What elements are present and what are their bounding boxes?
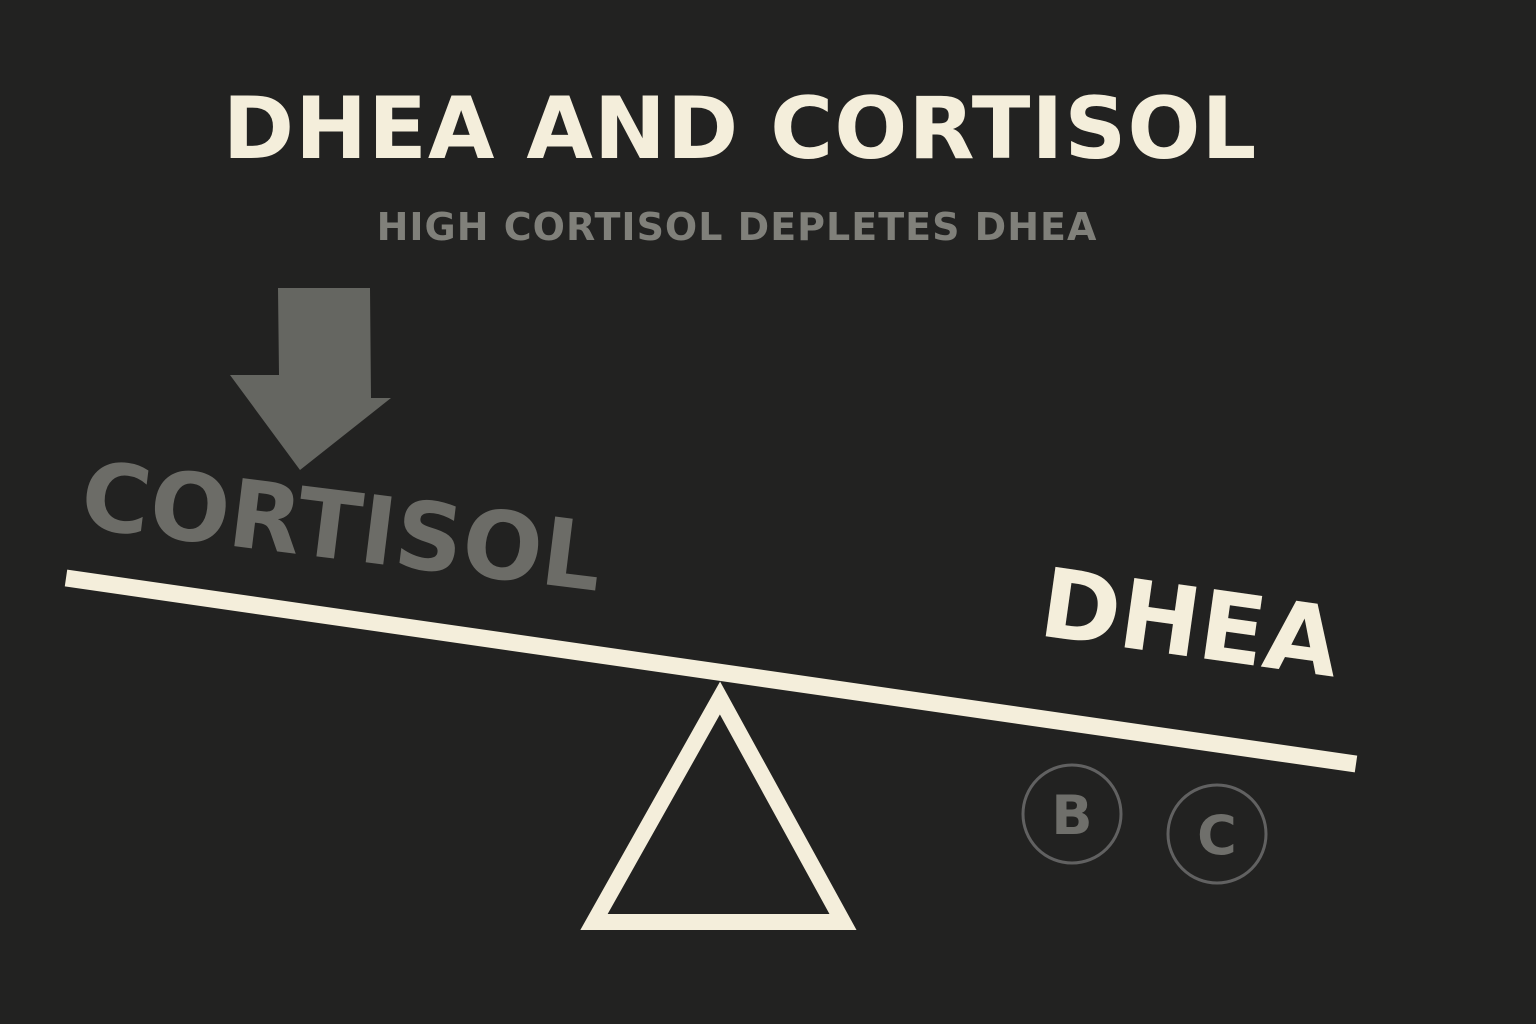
seesaw-beam (64, 569, 1358, 773)
down-arrow-icon (230, 288, 391, 470)
badge-c-circle (1166, 783, 1268, 885)
badge-c-letter: C (1197, 804, 1237, 867)
badge-c: C (1166, 783, 1268, 885)
page-subtitle: HIGH CORTISOL DEPLETES DHEA (376, 205, 1098, 249)
badge-b-letter: B (1051, 784, 1092, 847)
badge-b: B (1021, 763, 1123, 865)
page-title: DHEA AND CORTISOL (222, 79, 1258, 179)
badge-b-circle (1021, 763, 1123, 865)
seesaw-fulcrum (580, 681, 857, 930)
dhea-label: DHEA (1034, 547, 1347, 700)
